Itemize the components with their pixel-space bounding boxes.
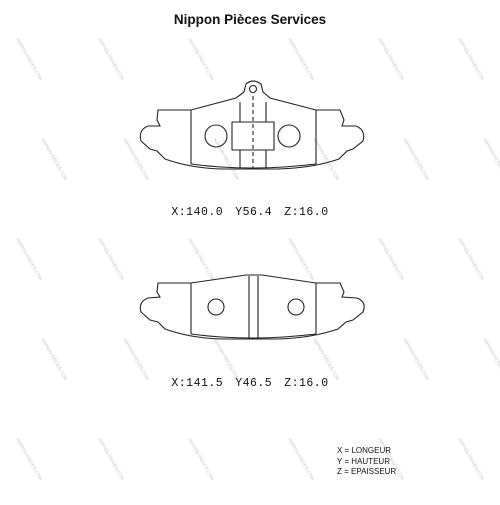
pad-2-friction-edge	[190, 283, 317, 339]
legend-y: Y = HAUTEUR	[337, 456, 390, 466]
pad-1-backplate	[139, 80, 365, 170]
pad-2-height: Y46.5	[235, 377, 273, 390]
pad-1-height: Y56.4	[235, 206, 273, 219]
legend-x: X = LONGEUR	[337, 446, 392, 455]
pad-1-mount-hole	[248, 84, 258, 94]
pad-1-right-circle	[277, 124, 301, 148]
pad-2-dimensions: X:141.5 Y46.5 Z:16.0	[0, 377, 500, 390]
pad-2-backplate	[139, 274, 365, 340]
pad-2-center-slot	[248, 276, 259, 339]
pad-1-left-circle	[204, 124, 228, 148]
brake-pad-2	[139, 274, 365, 340]
pad-1-center-clip	[231, 102, 275, 168]
dimension-legend: X = LONGEUR Y = HAUTEUR Z = EPAISSEUR	[337, 446, 396, 478]
pad-1-dimensions: X:140.0 Y56.4 Z:16.0	[0, 206, 500, 219]
pad-1-length: X:140.0	[171, 206, 224, 219]
pad-1-thickness: Z:16.0	[284, 206, 329, 219]
brake-pad-1	[139, 80, 365, 170]
pad-2-left-circle	[207, 298, 225, 316]
pad-2-right-circle	[287, 298, 305, 316]
brand-title: Nippon Pièces Services	[173, 12, 327, 27]
pad-1-friction-edge	[190, 110, 317, 169]
pad-2-thickness: Z:16.0	[284, 377, 329, 390]
legend-z: Z = EPAISSEUR	[337, 467, 397, 476]
pad-2-length: X:141.5	[171, 377, 224, 390]
